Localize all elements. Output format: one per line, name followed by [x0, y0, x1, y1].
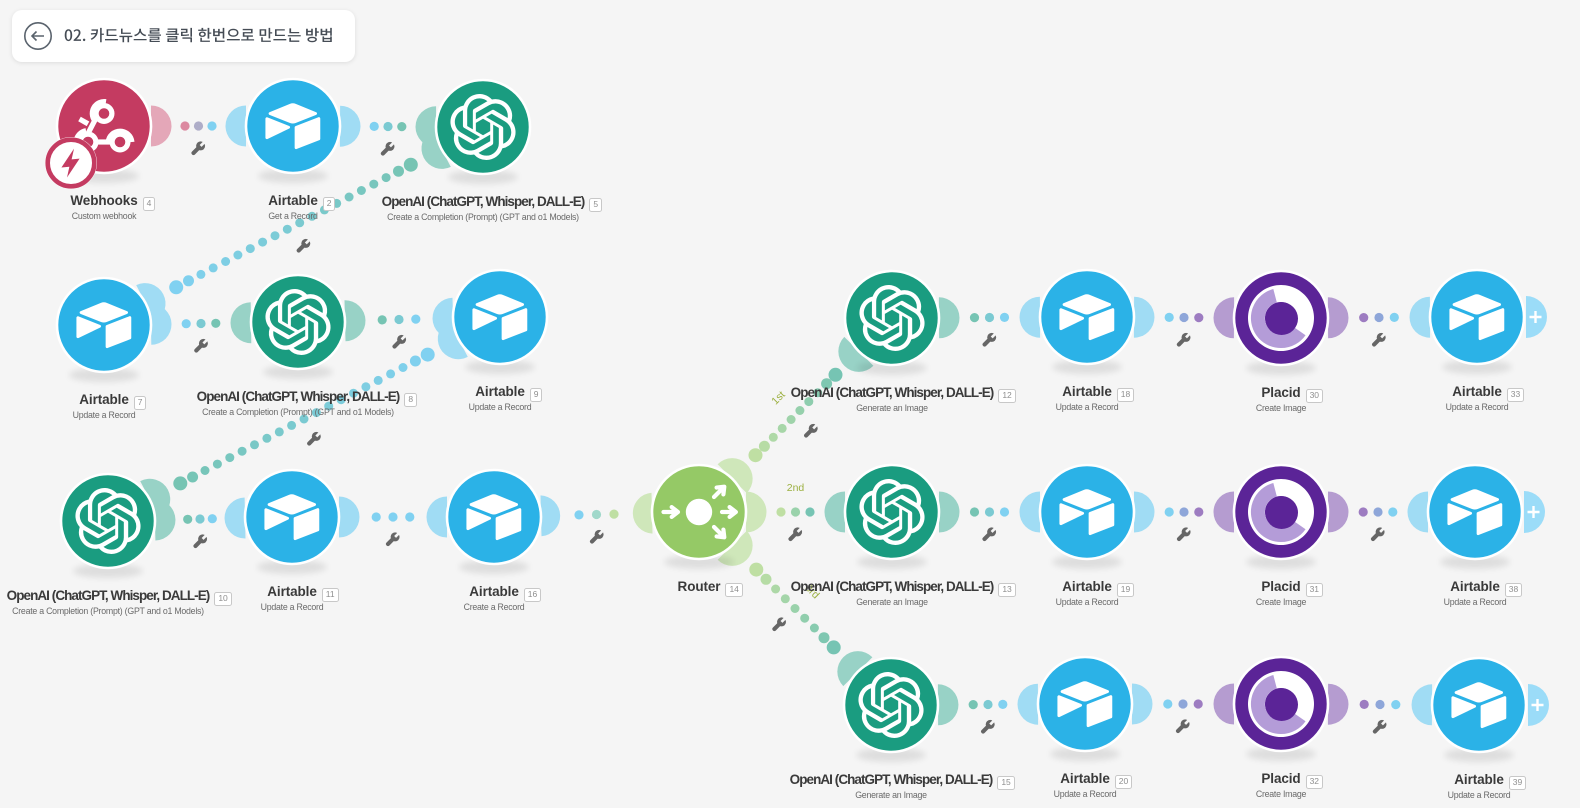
svg-text:2nd: 2nd [787, 482, 805, 494]
